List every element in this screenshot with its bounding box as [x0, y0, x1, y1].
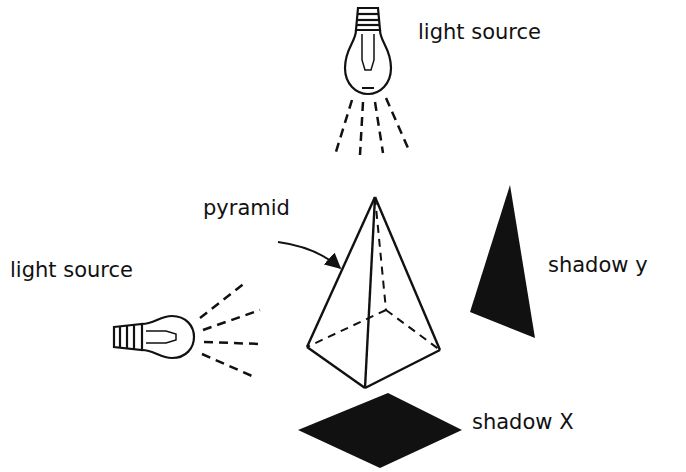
label-text: pyramid: [203, 196, 290, 221]
label-text: shadow X: [472, 410, 574, 435]
leader-arrow: [278, 242, 340, 268]
light-rays: [335, 98, 408, 155]
label-text: light source: [418, 20, 541, 45]
light-rays: [200, 282, 260, 376]
light-bulb: [345, 8, 391, 94]
label-text: shadow y: [548, 253, 648, 278]
label-text: light source: [10, 258, 133, 283]
pyramid: [307, 197, 440, 388]
light-bulb: [114, 316, 194, 358]
shadow-triangle: [470, 185, 535, 338]
shadow-square: [298, 393, 462, 468]
